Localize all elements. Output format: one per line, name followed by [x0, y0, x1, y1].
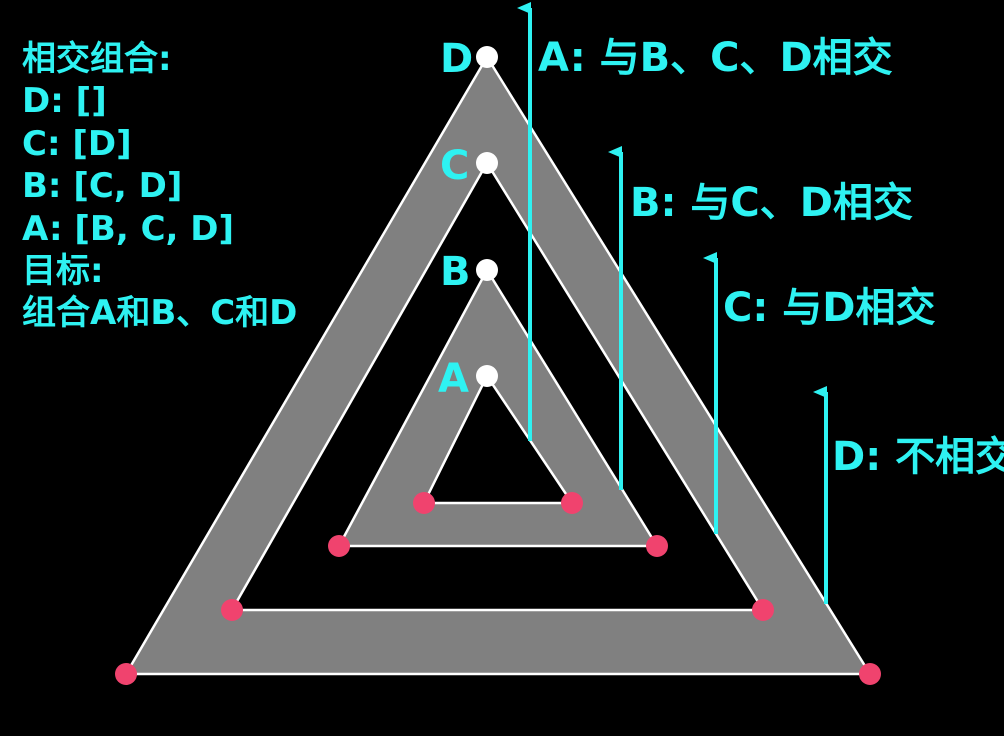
vertex-label-d: D — [440, 36, 473, 82]
info-line-heading: 相交组合: — [22, 39, 172, 79]
corner-dot-d-left — [115, 663, 137, 685]
vertex-label-a: A — [438, 356, 469, 402]
info-panel: 相交组合: D: [] C: [D] B: [C, D] A: [B, C, D… — [22, 39, 297, 333]
triangle-b-edge — [336, 267, 660, 548]
info-line-goal-heading: 目标: — [22, 251, 104, 291]
corner-dot-a-right — [561, 492, 583, 514]
vertex-label-c: C — [440, 143, 469, 189]
corner-dot-b-left — [328, 535, 350, 557]
vertex-label-b: B — [440, 249, 471, 295]
arrow-label-c: C: 与D相交 — [723, 285, 935, 331]
corner-dot-b-right — [646, 535, 668, 557]
info-line-goal: 组合A和B、C和D — [22, 293, 297, 333]
info-line-a: A: [B, C, D] — [22, 209, 234, 249]
corner-dot-c-left — [221, 599, 243, 621]
arrow-label-a: A: 与B、C、D相交 — [538, 35, 893, 81]
corner-dot-d-right — [859, 663, 881, 685]
apex-dot-b — [476, 259, 498, 281]
info-line-d: D: [] — [22, 81, 107, 121]
apex-dot-a — [476, 365, 498, 387]
triangle-c-edge — [229, 160, 766, 612]
triangle-d-edge — [123, 54, 873, 676]
arrow-label-b: B: 与C、D相交 — [630, 180, 913, 226]
apex-dot-d — [476, 46, 498, 68]
info-line-c: C: [D] — [22, 124, 132, 164]
corner-dot-a-left — [413, 492, 435, 514]
arrow-label-d: D: 不相交 — [832, 434, 1004, 480]
apex-dot-c — [476, 152, 498, 174]
corner-dot-c-right — [752, 599, 774, 621]
info-line-b: B: [C, D] — [22, 166, 182, 206]
band-b — [339, 270, 657, 546]
